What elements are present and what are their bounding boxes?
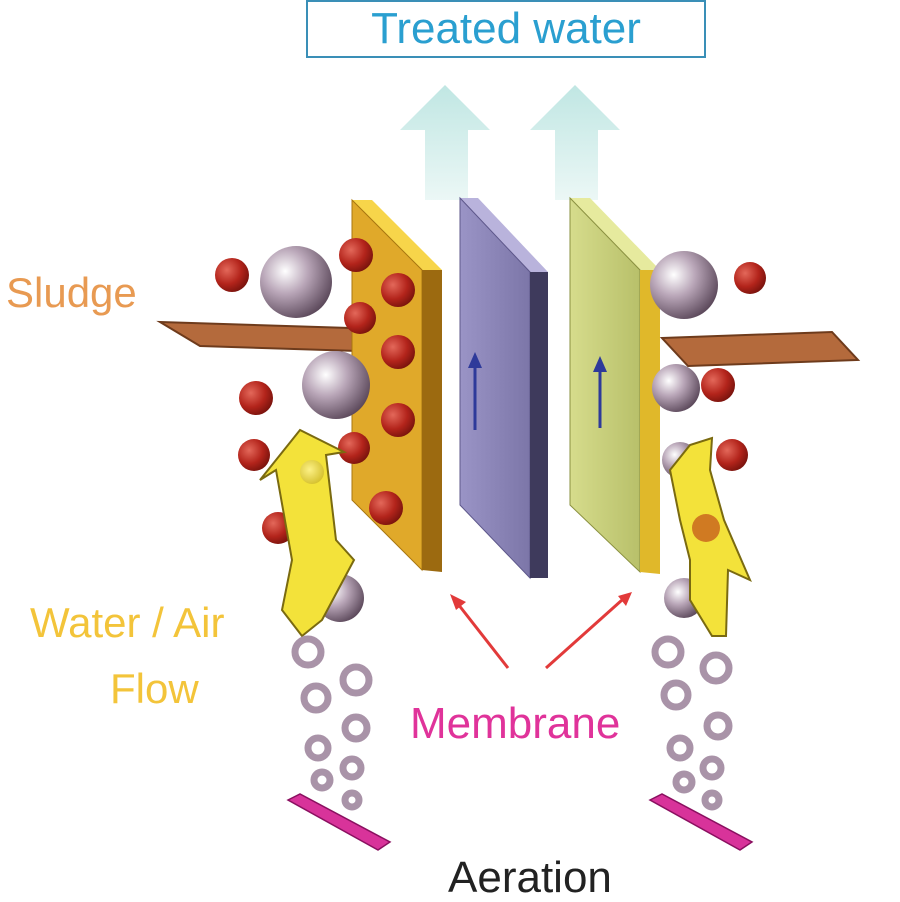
treated-water-label: Treated water xyxy=(371,4,641,53)
aerators xyxy=(286,793,754,851)
sludge-label: Sludge xyxy=(6,269,137,316)
treated-water-arrow-right xyxy=(530,85,620,200)
treated-water-box: Treated water xyxy=(306,0,706,58)
flow-arrow-left xyxy=(259,428,356,638)
sludge-particles xyxy=(215,238,766,544)
membrane-green xyxy=(569,196,660,574)
membrane-label: Membrane xyxy=(410,699,621,748)
treated-water-arrow-left xyxy=(400,85,490,200)
aeration-label: Aeration xyxy=(448,853,612,902)
flow-arrow-right xyxy=(668,436,752,637)
aerator-left xyxy=(286,793,392,851)
aeration-bubbles-left xyxy=(291,635,373,811)
membrane-pointers xyxy=(450,592,632,670)
sludge-outlet-right xyxy=(659,330,861,368)
treated-water-arrows xyxy=(400,85,620,200)
membrane-purple xyxy=(459,196,548,580)
aerator-right xyxy=(648,793,754,851)
water-air-label: Water / Air xyxy=(30,599,225,646)
aeration-bubbles-right xyxy=(651,635,733,811)
flow-label: Flow xyxy=(110,665,199,712)
